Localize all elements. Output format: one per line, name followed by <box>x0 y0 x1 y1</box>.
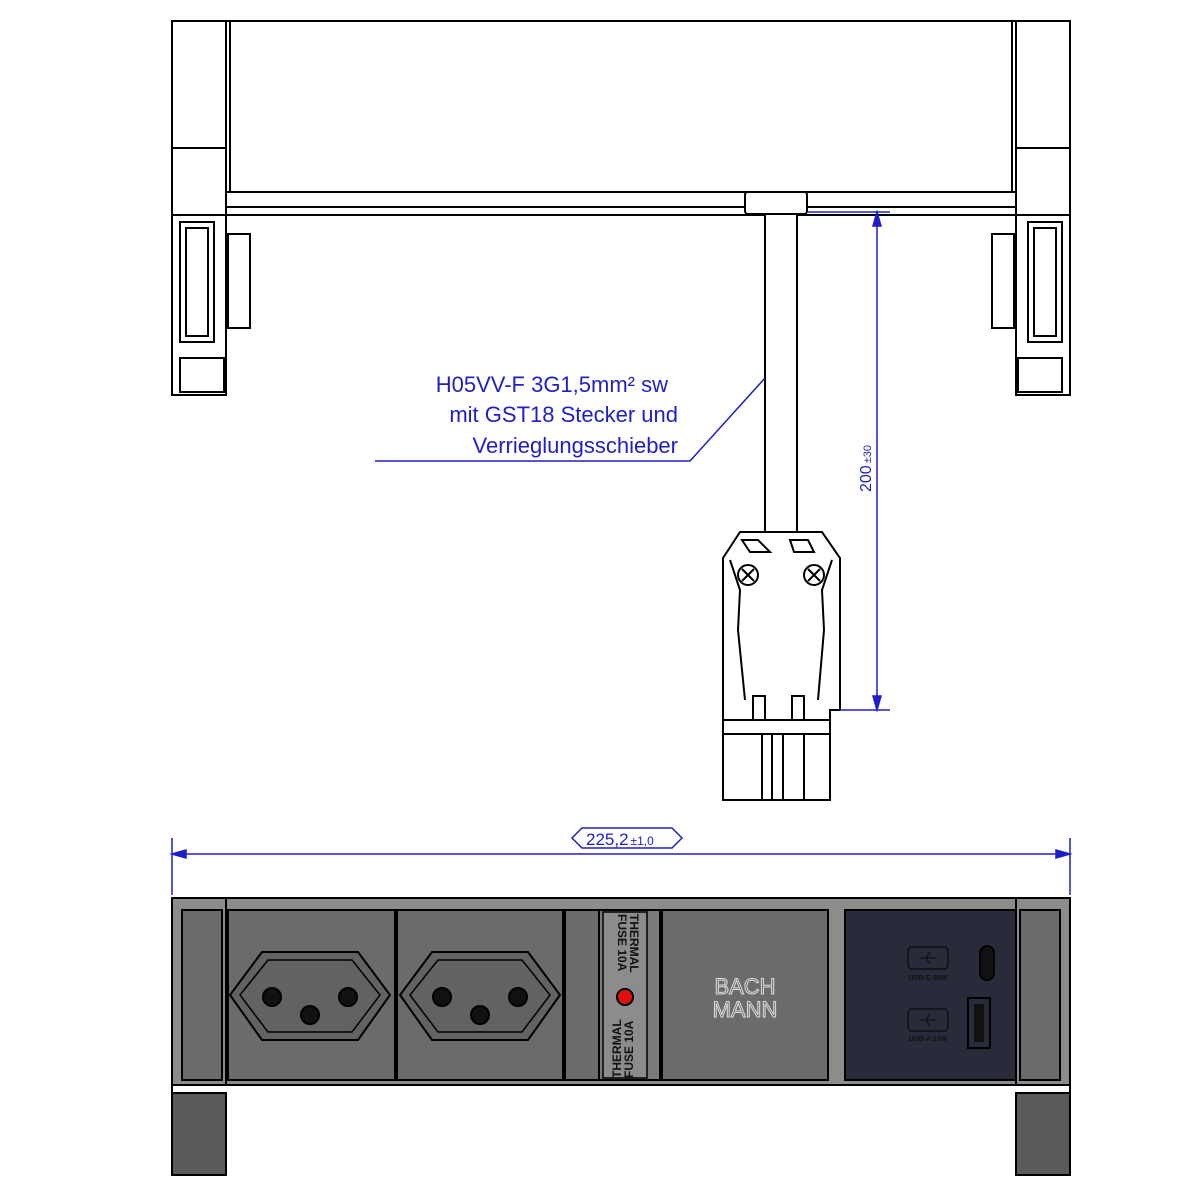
swiss-socket-1 <box>228 951 392 1041</box>
charging-icon-c <box>907 946 949 970</box>
brand-logo-line-2: MANN <box>713 997 778 1022</box>
cable <box>764 213 798 533</box>
fuse-module <box>564 909 661 1081</box>
front-view <box>171 897 1071 1176</box>
socket-module-2 <box>396 909 564 1081</box>
usb-c-label: USB-C 65W <box>909 975 948 982</box>
socket-module-1 <box>227 909 396 1081</box>
usb-c-port <box>979 945 995 981</box>
leader-line <box>375 377 766 462</box>
usb-a-label: USB-A 15W <box>909 1036 948 1043</box>
usb-module <box>844 909 1017 1081</box>
cable-length-dimension <box>808 209 890 713</box>
width-label: 225,2±1,0 <box>586 830 654 849</box>
swiss-socket-2 <box>398 951 562 1041</box>
brand-module <box>661 909 829 1081</box>
fuse-label-fuse-upper: FUSE 10A <box>615 914 629 972</box>
annotation-line-1: H05VV-F 3G1,5mm² sw <box>436 372 668 397</box>
fuse-indicator-icon <box>616 988 634 1006</box>
brand-logo-line-1: BACH <box>714 974 775 999</box>
housing-body <box>225 20 1017 193</box>
annotation-line-2: mit GST18 Stecker und <box>449 402 678 427</box>
fuse-label-thermal-upper: THERMAL <box>627 914 641 973</box>
right-foot <box>1015 1092 1071 1176</box>
gst18-connector <box>722 531 841 801</box>
fuse-label-thermal-lower: THERMAL <box>610 1019 624 1078</box>
housing-rail <box>225 191 1017 216</box>
fuse-label-fuse-lower: FUSE 10A <box>622 1020 636 1078</box>
left-foot <box>171 1092 227 1176</box>
cable-annotation: H05VV-F 3G1,5mm² sw mit GST18 Stecker un… <box>375 372 766 462</box>
cable-length-label: 200±30 <box>858 445 875 492</box>
charging-icon-a <box>907 1008 949 1032</box>
width-dimension <box>169 827 1073 895</box>
top-view <box>171 20 1071 801</box>
annotation-line-3: Verrieglungsschieber <box>473 433 678 458</box>
